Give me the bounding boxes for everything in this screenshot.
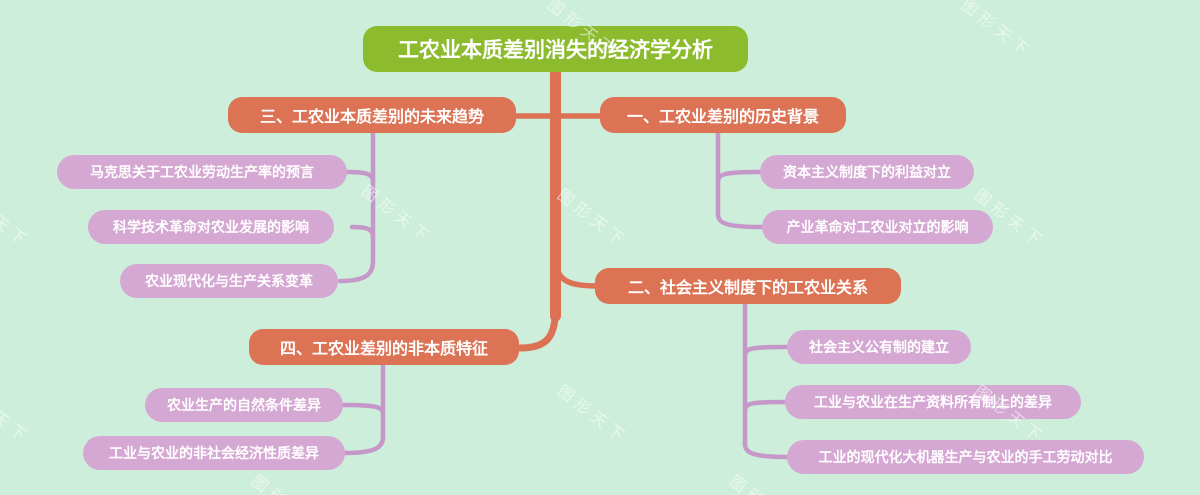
- root-topic[interactable]: 工农业本质差别消失的经济学分析: [363, 26, 748, 72]
- child-topic[interactable]: 工业与农业的非社会经济性质差异: [83, 436, 345, 470]
- branch-connector-two: [552, 249, 601, 289]
- child-connector: [344, 169, 376, 185]
- child-connector: [742, 344, 790, 359]
- child-connector: [742, 441, 790, 460]
- child-topic[interactable]: 马克思关于工农业劳动生产率的预言: [57, 155, 347, 189]
- child-connector: [340, 402, 386, 417]
- child-topic[interactable]: 工业与农业在生产资料所有制上的差异: [785, 385, 1081, 419]
- child-topic[interactable]: 社会主义公有制的建立: [787, 330, 971, 364]
- child-topic[interactable]: 农业现代化与生产关系变革: [120, 264, 338, 298]
- child-connector: [715, 169, 763, 185]
- child-topic[interactable]: 科学技术革命对农业发展的影响: [88, 210, 334, 244]
- child-connector: [342, 434, 386, 456]
- branch-connector-four: [516, 304, 559, 352]
- child-topic[interactable]: 资本主义制度下的利益对立: [760, 155, 974, 189]
- child-connector: [715, 211, 765, 230]
- branch-node-history-background[interactable]: 一、工农业差别的历史背景: [600, 97, 846, 133]
- branch-node-future-trends[interactable]: 三、工农业本质差别的未来趋势: [228, 97, 516, 133]
- child-connectors: [337, 127, 790, 460]
- branch-node-nonessential-features[interactable]: 四、工农业差别的非本质特征: [249, 329, 519, 365]
- branch-connectors: [509, 60, 603, 352]
- branch-node-socialist-relations[interactable]: 二、社会主义制度下的工农业关系: [595, 268, 901, 304]
- child-topic[interactable]: 产业革命对工农业对立的影响: [762, 210, 993, 244]
- child-topic[interactable]: 农业生产的自然条件差异: [145, 388, 343, 422]
- child-connector: [349, 224, 376, 240]
- child-topic[interactable]: 工业的现代化大机器生产与农业的手工劳动对比: [787, 440, 1144, 474]
- child-connector: [742, 399, 788, 414]
- child-connector: [337, 258, 376, 284]
